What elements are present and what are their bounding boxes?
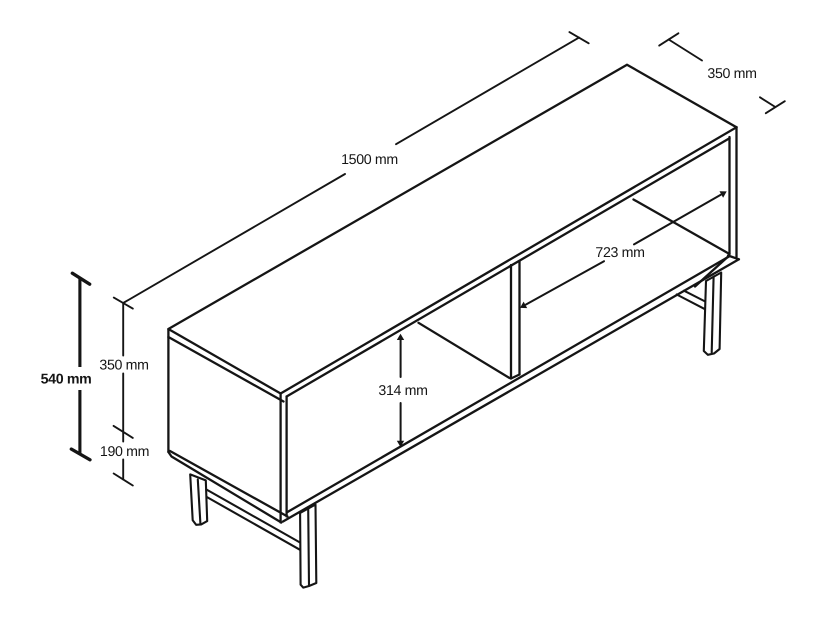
svg-text:190 mm: 190 mm [100,444,149,460]
svg-text:314 mm: 314 mm [378,383,427,399]
svg-text:540 mm: 540 mm [41,372,92,388]
svg-text:350 mm: 350 mm [99,358,148,374]
svg-text:723 mm: 723 mm [595,245,644,261]
svg-text:350 mm: 350 mm [707,66,756,82]
svg-text:1500 mm: 1500 mm [341,152,398,168]
